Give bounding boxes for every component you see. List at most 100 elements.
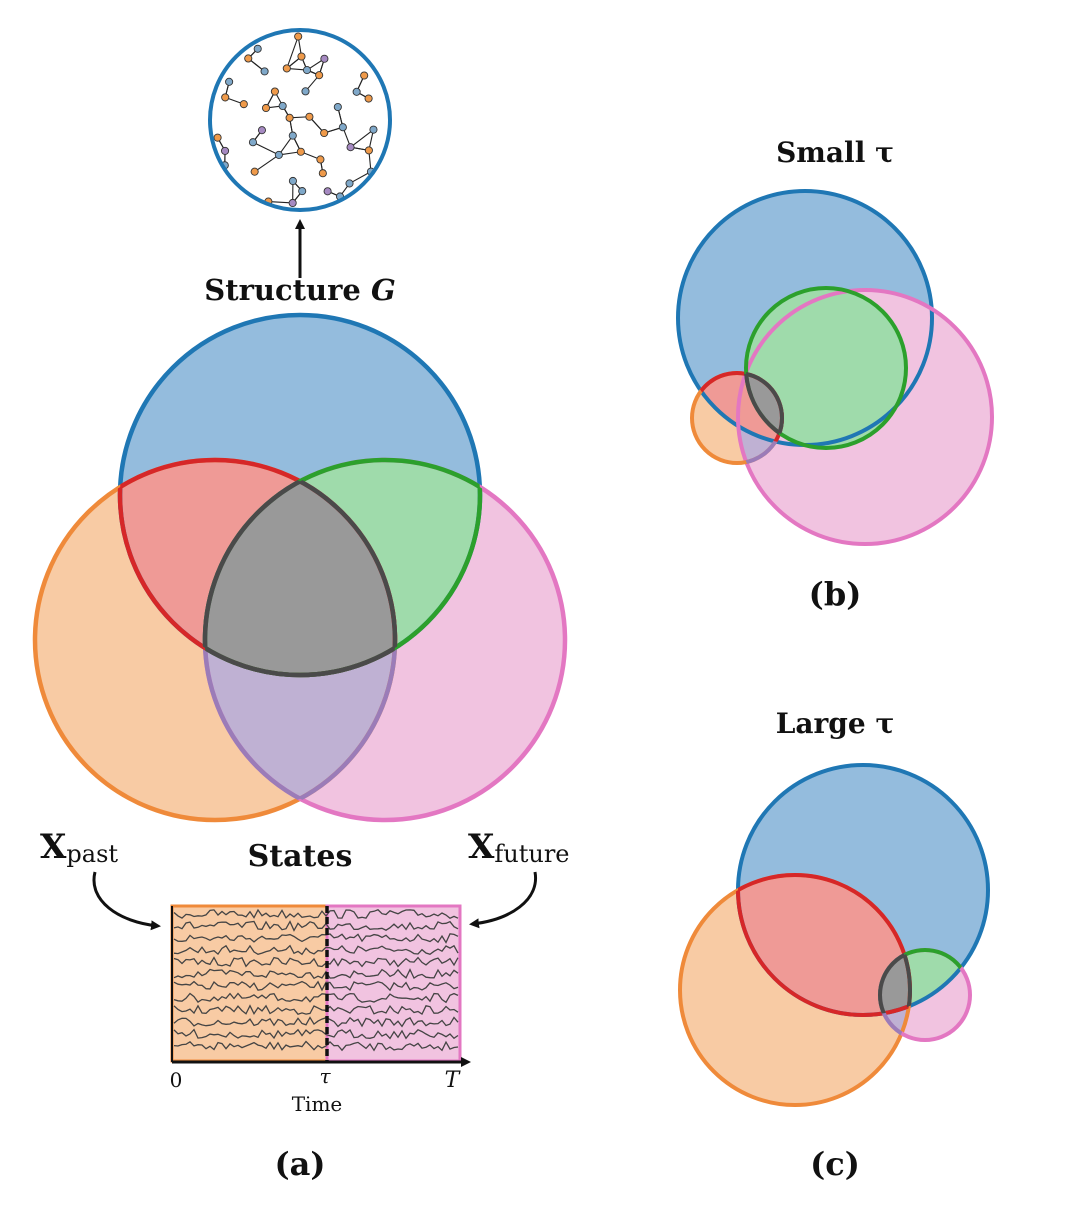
graph-node [323,187,332,196]
x-future-sub: future [494,840,569,868]
venn-b-future-circle [736,288,994,546]
venn-b-strokes [676,189,994,546]
graph-node [333,102,342,112]
graph-node [320,54,329,63]
time-series-line [173,944,459,956]
structure-label-text: Structure [204,273,361,307]
graph-node [248,138,258,147]
graph-node [298,187,307,196]
x-future-label: Xfuture [468,827,570,868]
time-series-lines [173,908,459,1052]
venn-c-fills [680,765,988,1105]
venn-a-all-fill [205,460,395,675]
time-series-line [173,1016,459,1028]
graph-node [364,94,373,103]
time-series-line [173,1040,459,1052]
tick-tau: τ [319,1064,331,1088]
graph-edge [254,154,280,173]
time-series-line [173,920,459,932]
graph-node [369,125,378,134]
time-series-line [173,908,459,919]
time-series-line [173,980,459,992]
time-series-line [173,1028,459,1040]
graph-node [285,113,294,122]
graph-node [360,71,369,80]
venn-b-future-structure-fill [746,288,906,448]
x-future-main: X [468,827,495,867]
graph-node [288,198,297,208]
time-axis-label: Time [292,1092,343,1116]
graph-node [221,93,230,102]
venn-c-all-arc2 [880,950,912,1015]
graph-node [278,101,287,111]
time-series-line [173,933,459,944]
graph-node [320,128,329,138]
x-future-arrow [469,871,538,929]
venn-a-strokes [32,312,568,823]
graph-node [225,77,234,86]
graph-node [305,112,314,121]
graph-edge [286,36,299,69]
tick-T: T [445,1068,462,1093]
graph-node [302,66,312,75]
x-past-sub: past [66,840,118,868]
graph-node [316,155,325,164]
graph-node [288,131,297,140]
venn-c-all-arc1 [878,948,910,1015]
graph-node [297,52,306,61]
graph-node [318,169,327,178]
venn-c-strokes [678,763,990,1107]
venn-c-all-fill [880,950,910,1015]
graph-edge [252,141,280,156]
graph-node [221,146,230,155]
graph-node [301,87,310,96]
graph-node [274,150,283,159]
time-series-line [173,956,459,968]
graph-node [270,87,279,96]
graph-node [346,143,355,152]
time-series-line [173,992,459,1004]
graph-edge [349,171,372,184]
graph-node [253,44,262,53]
venn-a-all-arc2 [205,460,398,675]
graph-node [352,87,361,96]
panel-b-title: Small τ [776,136,894,169]
caption-a: (a) [274,1145,325,1183]
graph-node [288,176,297,186]
states-label: States [248,839,353,874]
x-past-main: X [40,827,67,867]
graph-node [250,167,259,176]
graph-node [294,32,303,41]
venn-b-all-arc [746,371,784,448]
panel-a: Structure G [32,28,570,1183]
graph-node [260,67,269,76]
venn-a-all-arc1 [202,460,395,675]
structure-label: Structure G [204,273,395,307]
graph-node [257,126,266,135]
graph-node [261,103,271,113]
graph-node [296,147,305,156]
venn-a-fills [35,315,565,820]
time-series-line [173,1004,459,1016]
structure-graph-border [208,28,392,212]
graph-node [364,146,373,155]
graph-node [345,179,354,188]
panel-b: Small τ (b) [676,136,994,613]
panel-c-title: Large τ [776,707,895,740]
tick-0: 0 [170,1068,183,1092]
graph-node [244,54,253,63]
caption-c: (c) [810,1145,860,1183]
graph-edge [350,129,374,148]
x-past-arrow [92,871,161,931]
venn-a-all-arc3 [205,460,395,678]
graph-node [338,123,347,132]
venn-b-fills [678,191,992,544]
graph-edge [268,201,293,204]
graph-node [239,100,248,109]
structure-graph [208,28,392,212]
time-series-panel: 0 τ T Time [170,904,471,1116]
graph-node [282,64,291,73]
graph-node [315,71,324,80]
venn-c-past-structure-fill [738,875,910,1015]
